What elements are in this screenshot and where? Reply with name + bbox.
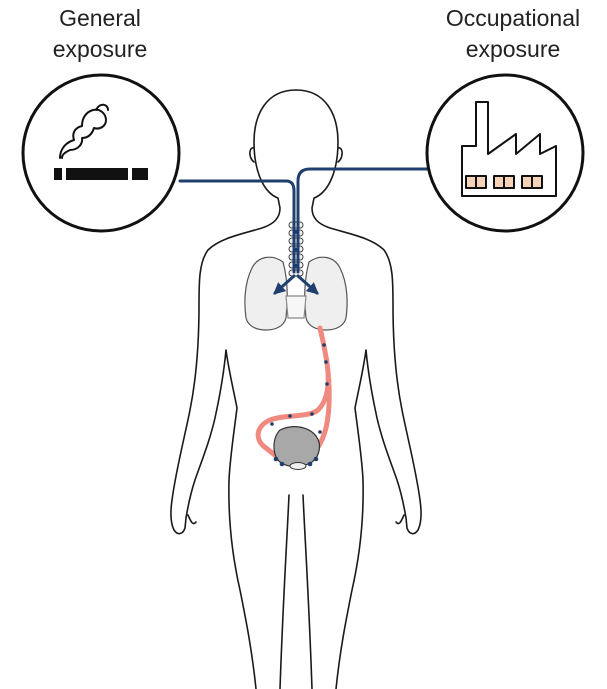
airway-arrow-right bbox=[296, 274, 319, 295]
occupational-exposure-label-line1: Occupational bbox=[445, 5, 581, 31]
human-body-outline bbox=[170, 89, 422, 689]
general-exposure-circle bbox=[21, 73, 181, 233]
general-exposure-label: General exposure bbox=[20, 3, 180, 65]
right-lung bbox=[304, 256, 348, 331]
general-exposure-line bbox=[178, 179, 296, 274]
bladder-entry-dots bbox=[273, 456, 319, 467]
general-exposure-label-line1: General bbox=[59, 5, 141, 31]
occupational-exposure-line bbox=[296, 167, 434, 274]
occupational-exposure-label: Occupational exposure bbox=[418, 3, 607, 65]
factory-icon bbox=[461, 101, 557, 197]
blood-flow-markers bbox=[270, 343, 329, 434]
lungs bbox=[244, 256, 348, 331]
bladder bbox=[273, 426, 321, 470]
airway-dots bbox=[293, 229, 299, 269]
cigarette-smoke-icon bbox=[54, 103, 148, 180]
occupational-exposure-circle bbox=[425, 73, 585, 233]
occupational-exposure-label-line2: exposure bbox=[465, 36, 561, 62]
exposure-pathways bbox=[178, 167, 434, 295]
general-exposure-label-line2: exposure bbox=[52, 36, 148, 62]
airway-arrow-left bbox=[273, 274, 296, 295]
left-lung bbox=[244, 256, 288, 331]
